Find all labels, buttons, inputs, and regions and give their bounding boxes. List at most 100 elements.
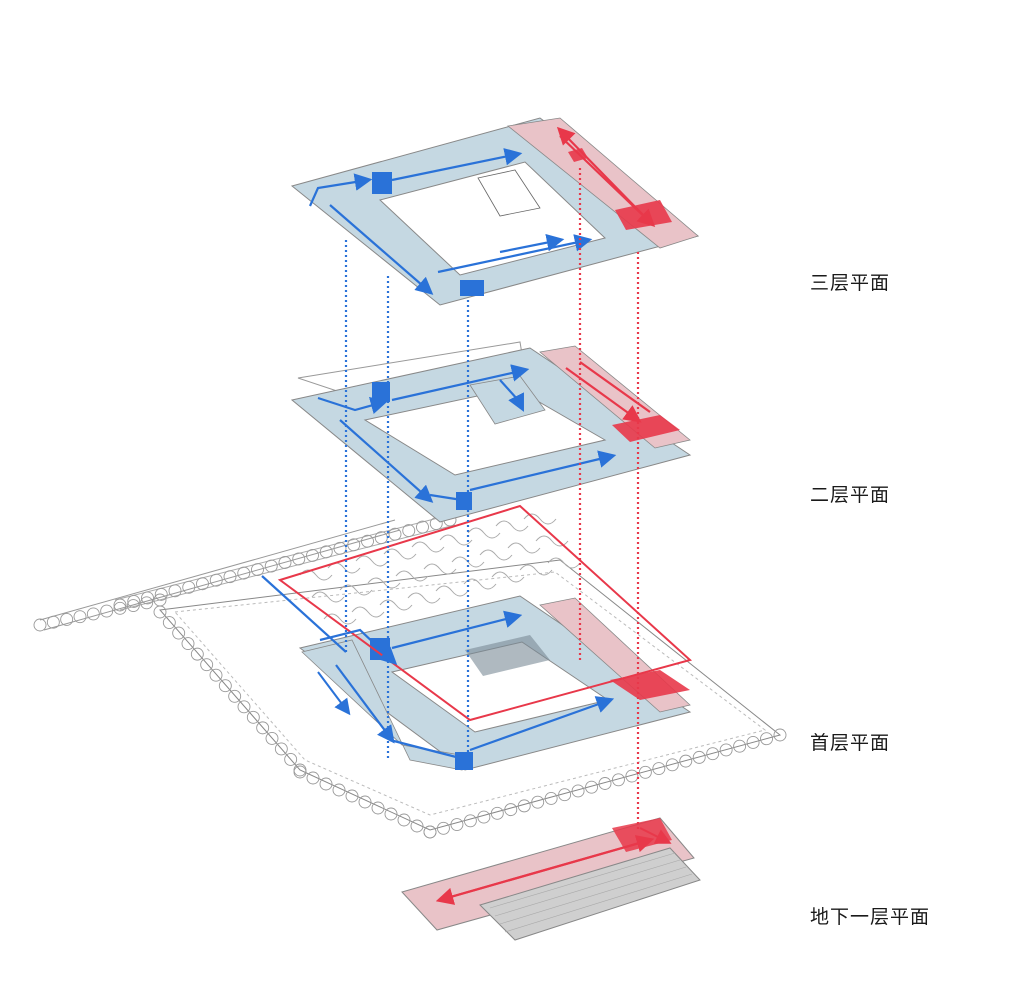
parking-loop [439, 534, 473, 546]
tree-symbol [292, 552, 306, 566]
tree-symbol [397, 813, 411, 827]
tree-symbol [246, 710, 260, 724]
tree-symbol [384, 807, 398, 821]
tree-symbol [345, 789, 359, 803]
parking-loop [367, 577, 401, 589]
parking-loop [547, 557, 581, 569]
parking-loop [423, 563, 457, 575]
tree-symbol [361, 534, 374, 548]
tree-symbol [256, 721, 270, 735]
parking-loop [467, 527, 501, 539]
basement-plan [401, 817, 701, 941]
tree-symbol [181, 637, 195, 651]
tree-symbol [162, 616, 176, 629]
tree-symbol [598, 777, 612, 790]
parking-loop [519, 564, 553, 576]
second-floor-plan [290, 341, 692, 523]
tree-symbol [347, 538, 361, 552]
parking-loop [523, 513, 557, 525]
parking-loop [407, 592, 441, 604]
tree-symbol [679, 754, 693, 768]
parking-loop [495, 520, 529, 532]
tree-symbol [172, 626, 186, 640]
tree-symbol [625, 769, 639, 783]
tree-symbol [86, 607, 100, 621]
tree-symbol [733, 739, 747, 753]
tree-symbol [113, 601, 127, 615]
tree-symbol [154, 587, 168, 601]
ground-parking [299, 513, 581, 625]
tree-symbol [200, 658, 214, 672]
tree-symbol [463, 814, 477, 828]
parking-loop [491, 571, 525, 583]
tree-symbol [251, 563, 264, 577]
third-floor-label: 三层平面 [810, 272, 891, 294]
parking-loop [351, 606, 385, 618]
tree-symbol [218, 679, 232, 693]
tree-symbol [126, 599, 140, 613]
tree-symbol [332, 783, 346, 797]
third-floor-plan [290, 117, 700, 306]
tree-symbol [333, 541, 347, 555]
tree-symbol [60, 612, 74, 626]
tree-symbol [46, 615, 60, 629]
tree-symbol [490, 806, 504, 820]
vertical-red-connectors [578, 168, 640, 830]
tree-symbol [209, 573, 223, 587]
tree-symbol [423, 825, 437, 839]
tree-symbol [558, 788, 572, 802]
parking-loop [395, 570, 429, 582]
tree-symbol [319, 545, 333, 559]
parking-loop [379, 599, 413, 611]
parking-loop [411, 541, 445, 553]
tree-symbol [264, 559, 278, 573]
tree-symbol [196, 577, 209, 591]
tree-symbol [416, 520, 429, 534]
parking-loop [435, 585, 469, 597]
tree-symbol [127, 595, 141, 608]
tree-symbol [73, 610, 87, 624]
tree-symbol [284, 753, 298, 766]
tree-symbol [371, 801, 385, 815]
tree-symbol [306, 771, 320, 785]
tree-symbol [437, 821, 450, 835]
tree-symbol [319, 777, 333, 791]
tree-symbol [274, 742, 288, 756]
parking-loop [383, 548, 417, 560]
tree-symbol [223, 570, 237, 584]
ground-floor-label: 首层平面 [810, 732, 891, 754]
tree-symbol [612, 773, 625, 787]
tree-symbol [209, 668, 223, 682]
parking-loop [311, 591, 345, 603]
tree-symbol [374, 531, 388, 545]
parking-loop [339, 584, 373, 596]
tree-symbol [692, 750, 706, 764]
tree-symbol [237, 566, 251, 580]
tree-symbol [113, 598, 127, 612]
tree-symbol [706, 747, 720, 761]
tree-symbol [100, 604, 114, 618]
tree-symbol [293, 765, 307, 779]
parking-loop [355, 555, 389, 567]
parking-loop [299, 569, 333, 581]
tree-symbol [665, 758, 679, 772]
tree-symbol [228, 689, 242, 703]
tree-symbol [638, 765, 652, 779]
tree-symbol [306, 548, 319, 562]
parking-loop [463, 578, 497, 590]
basement-floor-label: 地下一层平面 [810, 906, 931, 928]
tree-symbol [652, 762, 666, 776]
parking-loop [479, 549, 513, 561]
tree-symbol [33, 618, 47, 632]
tree-symbol [760, 732, 773, 746]
parking-loop [507, 542, 541, 554]
tree-symbol [477, 810, 491, 824]
tree-symbol [746, 736, 760, 749]
tree-symbol [182, 580, 196, 594]
tree-symbol [141, 591, 154, 605]
tree-symbol [358, 795, 372, 809]
tree-symbol [278, 556, 292, 569]
site-trees [33, 513, 787, 839]
ground-floor-plan [261, 504, 693, 771]
